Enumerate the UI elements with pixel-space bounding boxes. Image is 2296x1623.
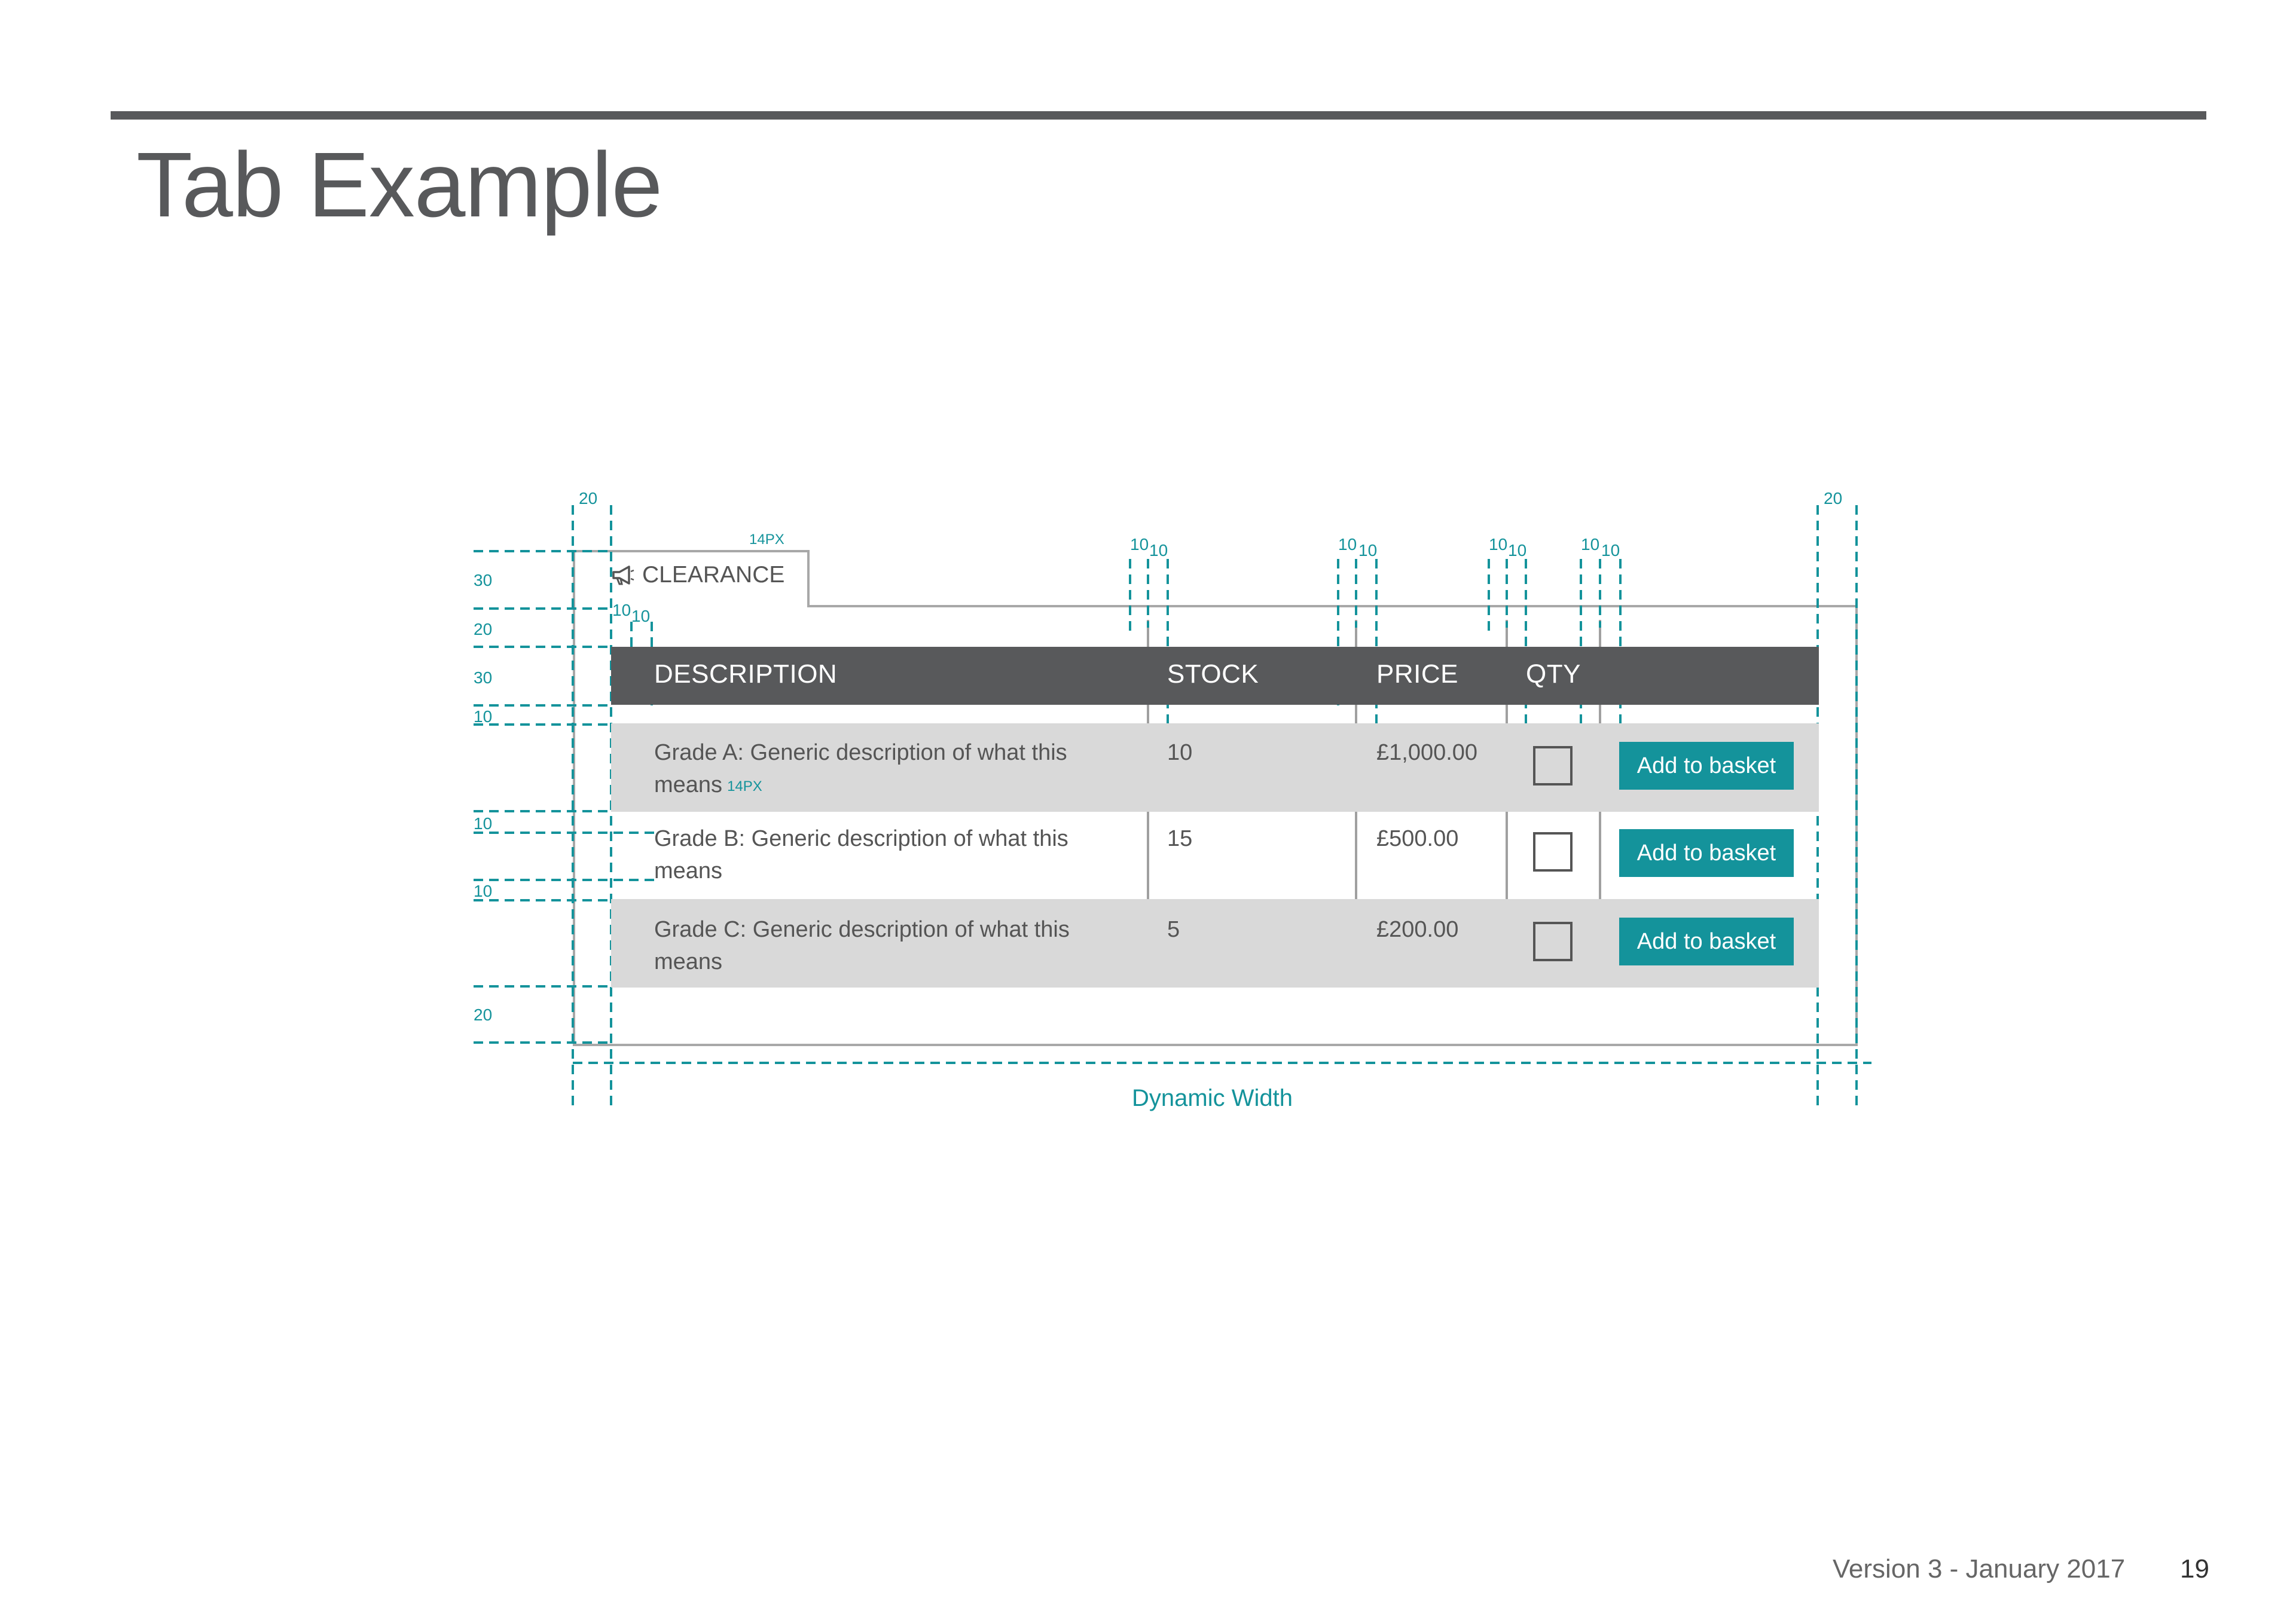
table-row [611, 723, 1819, 812]
annotation-col-gap: 10 [1149, 541, 1168, 560]
description-line-2: means [654, 772, 723, 797]
row-stock: 15 [1167, 826, 1193, 851]
page-number: 19 [2180, 1554, 2209, 1584]
add-to-basket-button[interactable]: Add to basket [1619, 918, 1794, 965]
annotation-tab-text-size: 14PX [749, 531, 784, 548]
annotation-tab-gap: 20 [474, 620, 493, 638]
row-stock: 10 [1167, 740, 1193, 765]
row-price: £1,000.00 [1376, 740, 1478, 765]
annotation-dynamic-width: Dynamic Width [1132, 1085, 1293, 1111]
annotation-inner-gap: 10 [631, 607, 651, 625]
qty-checkbox[interactable] [1533, 832, 1573, 872]
annotation-left-padding: 20 [579, 489, 598, 508]
column-header-qty: QTY [1526, 659, 1581, 689]
table-row [611, 899, 1819, 988]
annotation-row-gap: 10 [474, 882, 493, 900]
add-to-basket-button[interactable]: Add to basket [1619, 829, 1794, 877]
description-line: Grade C: Generic description of what thi… [654, 917, 1070, 942]
description-line: Grade A: Generic description of what thi… [654, 740, 1067, 765]
annotation-col-gap: 10 [1601, 541, 1620, 560]
annotation-row-gap: 10 [474, 814, 493, 833]
annotation-header-height: 30 [474, 668, 493, 687]
megaphone-icon [612, 566, 634, 585]
tab-clearance[interactable]: CLEARANCE [611, 562, 784, 588]
column-header-price: PRICE [1376, 659, 1458, 689]
annotation-col-gap: 10 [1489, 535, 1508, 554]
annotation-col-gap: 10 [1338, 535, 1357, 554]
qty-checkbox[interactable] [1533, 746, 1573, 785]
annotation-col-gap: 10 [1508, 541, 1527, 560]
row-description: Grade B: Generic description of what thi… [654, 823, 1156, 887]
row-price: £500.00 [1376, 826, 1459, 851]
row-description: Grade A: Generic description of what thi… [654, 736, 1156, 804]
description-line: means [654, 858, 723, 884]
qty-checkbox[interactable] [1533, 922, 1573, 961]
tab-label-text: CLEARANCE [642, 562, 785, 588]
annotation-bottom-padding: 20 [474, 1005, 493, 1024]
row-stock: 5 [1167, 917, 1180, 942]
annotation-row-text-size: 14PX [727, 778, 762, 794]
row-description: Grade C: Generic description of what thi… [654, 913, 1156, 978]
annotation-right-padding: 20 [1824, 489, 1843, 508]
row-price: £200.00 [1376, 917, 1459, 942]
description-line: Grade B: Generic description of what thi… [654, 826, 1068, 851]
annotation-col-gap: 10 [1130, 535, 1149, 554]
annotation-tab-height: 30 [474, 571, 493, 589]
add-to-basket-button[interactable]: Add to basket [1619, 742, 1794, 790]
column-header-stock: STOCK [1167, 659, 1259, 689]
annotation-col-gap: 10 [1581, 535, 1600, 554]
description-line: means [654, 949, 723, 974]
annotation-col-gap: 10 [1358, 541, 1378, 560]
annotation-row-gap: 10 [474, 707, 493, 726]
page-title: Tab Example [136, 133, 662, 236]
top-rule [111, 111, 2206, 120]
footer-version: Version 3 - January 2017 [1833, 1554, 2126, 1584]
column-header-description: DESCRIPTION [654, 659, 838, 689]
annotation-inner-gap: 10 [612, 601, 631, 619]
table-header [611, 647, 1819, 705]
